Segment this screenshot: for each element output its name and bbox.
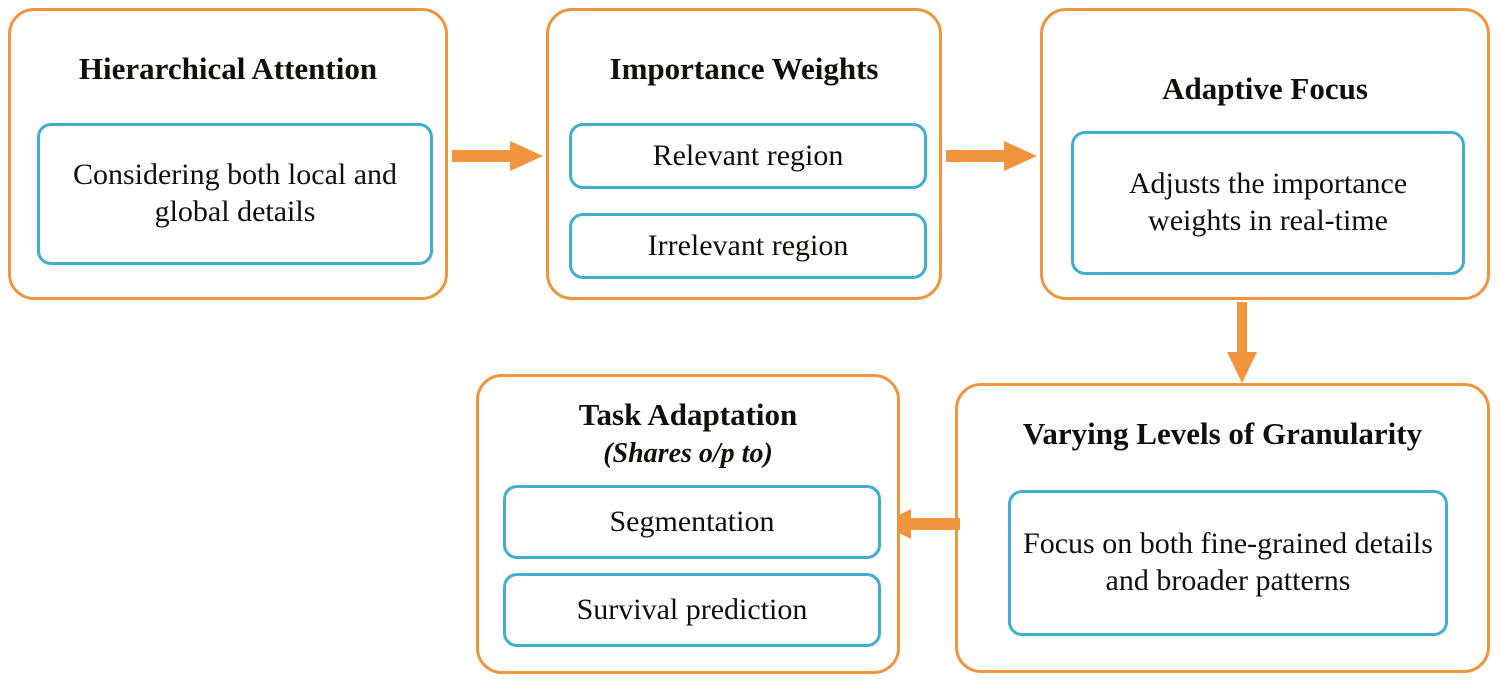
stage-task-adaptation[interactable]: Task Adaptation (Shares o/p to) Segmenta…	[476, 374, 900, 674]
stage-adaptive-focus[interactable]: Adaptive Focus Adjusts the importance we…	[1040, 8, 1490, 300]
stage-title-varying-levels-of-granularity: Varying Levels of Granularity	[1022, 416, 1423, 451]
stage-title-importance-weights: Importance Weights	[609, 51, 879, 86]
arrow-varying-levels-of-granularity-to-task-adaptation	[880, 508, 960, 540]
arrow-hierarchical-attention-to-importance-weights	[452, 140, 544, 172]
stage-subtitle-task-adaptation: (Shares o/p to)	[603, 438, 773, 469]
stage-importance-weights[interactable]: Importance Weights Relevant region Irrel…	[546, 8, 942, 300]
sub-item-irrelevant-region[interactable]: Irrelevant region	[569, 213, 927, 279]
sub-item-considering-both-local-and-global-details[interactable]: Considering both local and global detail…	[37, 123, 433, 265]
sub-item-relevant-region[interactable]: Relevant region	[569, 123, 927, 189]
arrow-importance-weights-to-adaptive-focus	[946, 140, 1038, 172]
stage-title-hierarchical-attention: Hierarchical Attention	[78, 51, 378, 86]
sub-item-adjusts-the-importance-weights-in-real-time[interactable]: Adjusts the importance weights in real-t…	[1071, 131, 1465, 275]
stage-title-adaptive-focus: Adaptive Focus	[1162, 71, 1368, 106]
stage-title-task-adaptation: Task Adaptation	[578, 397, 798, 432]
arrow-adaptive-focus-to-varying-levels-of-granularity	[1226, 302, 1258, 384]
sub-item-survival-prediction[interactable]: Survival prediction	[503, 573, 881, 647]
sub-item-segmentation[interactable]: Segmentation	[503, 485, 881, 559]
sub-item-focus-on-both-fine-grained-details-and-broader-patterns[interactable]: Focus on both fine-grained details and b…	[1008, 490, 1448, 636]
stage-hierarchical-attention[interactable]: Hierarchical Attention Considering both …	[8, 8, 448, 300]
stage-varying-levels-of-granularity[interactable]: Varying Levels of Granularity Focus on b…	[955, 383, 1490, 673]
